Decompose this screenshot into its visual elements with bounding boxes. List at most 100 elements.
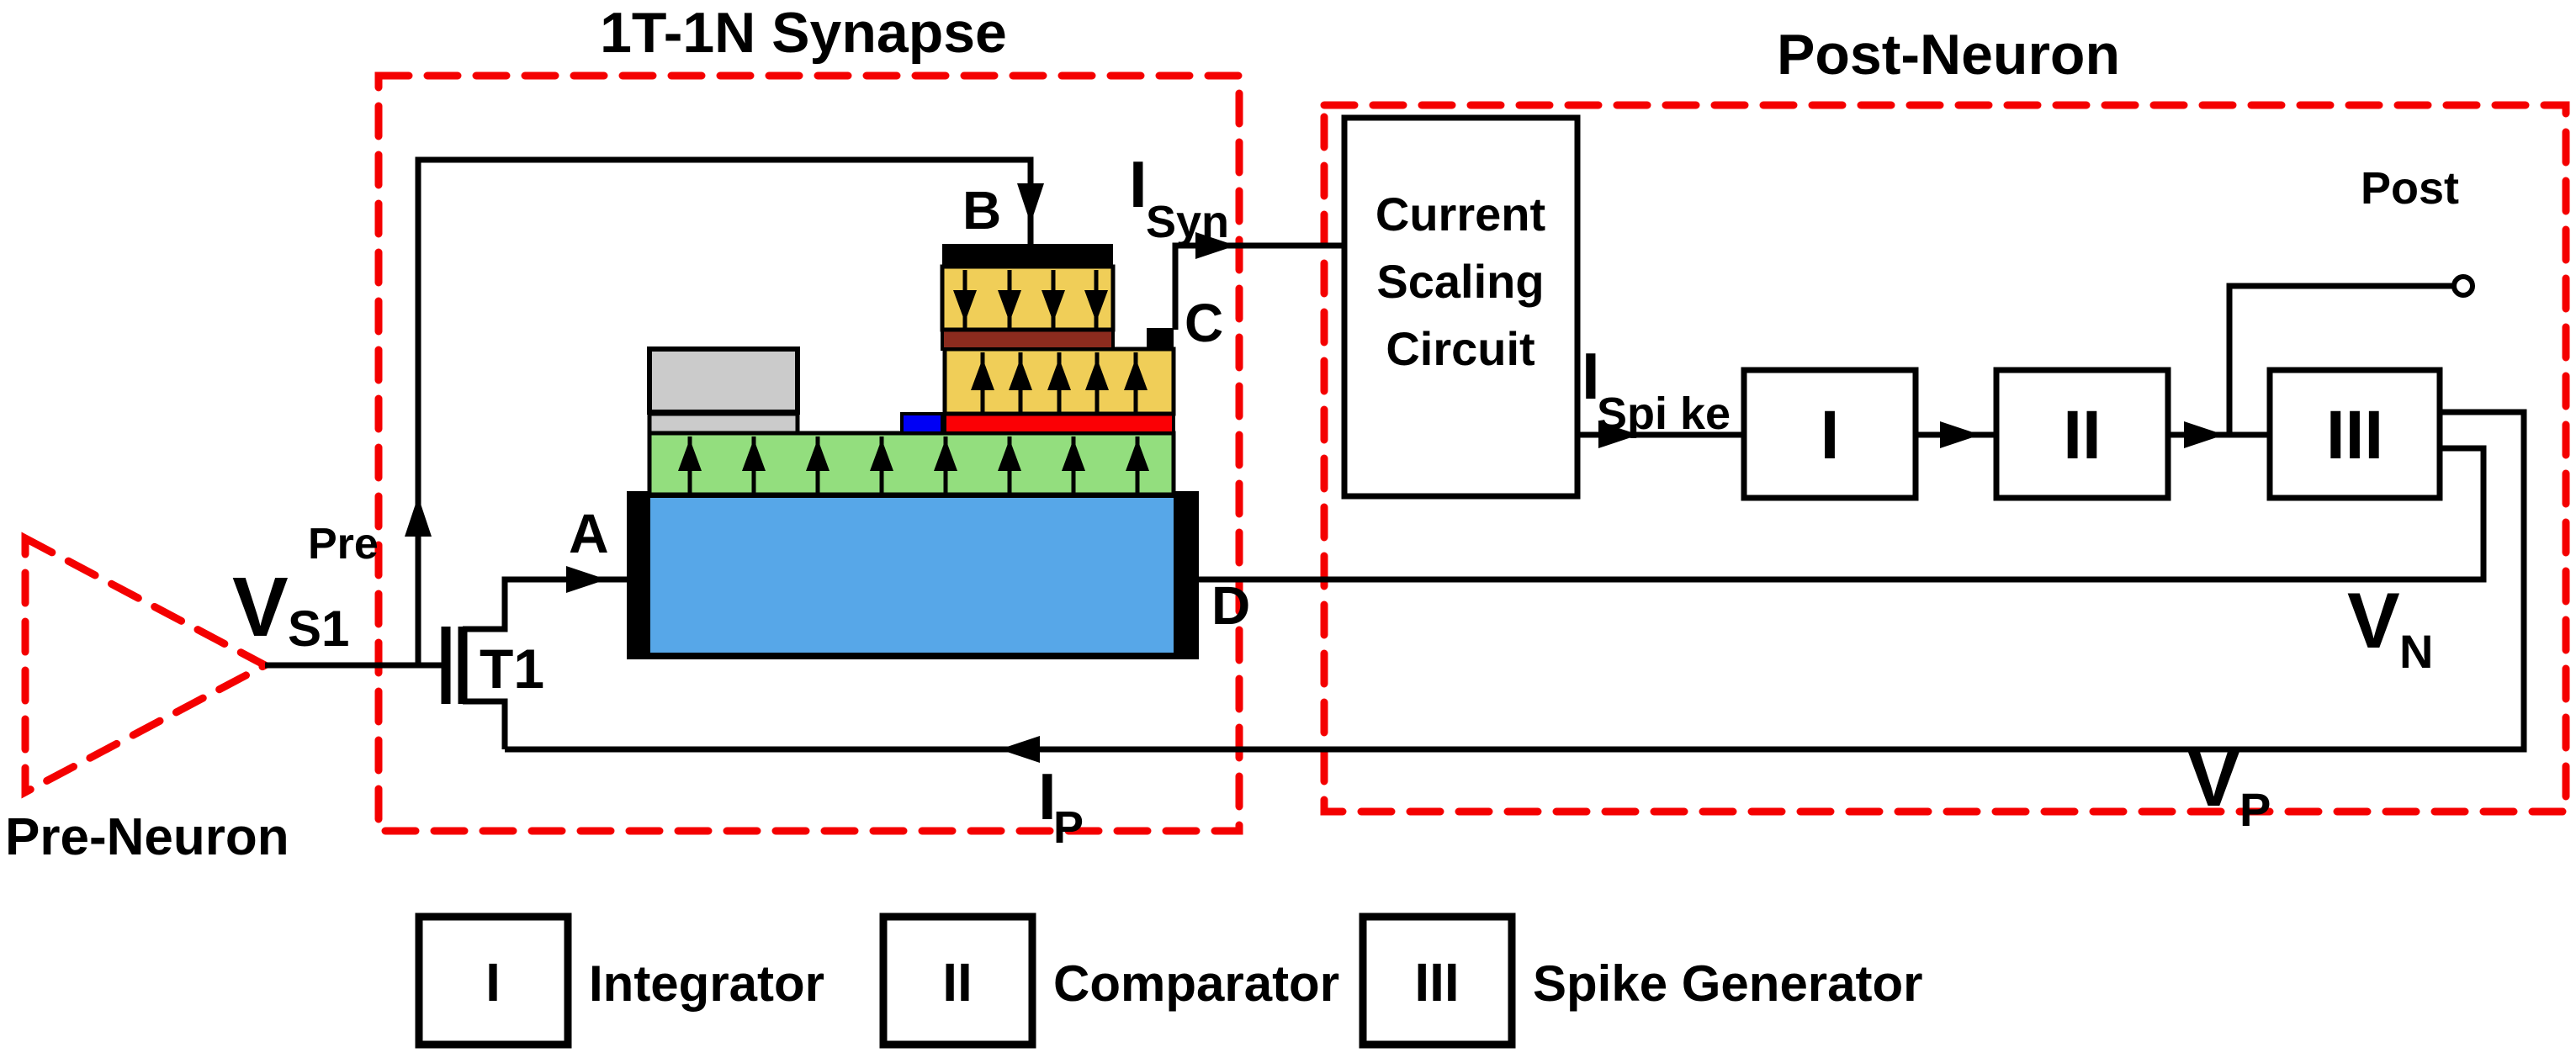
terminal-a-label: A [569, 502, 609, 564]
field-arrow-up-icon [870, 439, 893, 471]
vs1-label: V S1 Pre [232, 520, 379, 657]
down-arrow-into-b-icon [1017, 183, 1044, 224]
gate-wiring [265, 156, 1044, 669]
post-terminal-node-icon [2451, 274, 2475, 298]
terminal-b-label: B [962, 180, 1001, 241]
vs1-subscript: S1 [288, 600, 349, 657]
ispike-subscript: Spi ke [1597, 389, 1731, 439]
isyn-base: I [1129, 147, 1148, 221]
buffer-layer [647, 431, 1176, 497]
terminal-c-label: C [1185, 293, 1223, 353]
transistor-t1: T1 [441, 566, 627, 749]
field-arrow-up-icon [1047, 358, 1071, 390]
post-neuron-title: Post-Neuron [1777, 23, 2120, 87]
field-arrow-up-icon [1009, 358, 1032, 390]
ispike-arrow-icon [1598, 421, 1639, 448]
vn-base: V [2347, 576, 2400, 664]
field-arrow-down-icon [953, 290, 977, 322]
isyn-subscript: Syn [1146, 197, 1229, 247]
upper-piezo-field-arrows [953, 270, 1108, 328]
vn-wire [1199, 445, 2487, 583]
ip-subscript: P [1053, 802, 1084, 853]
spike-chain: I Spi ke I II III [1577, 339, 2443, 501]
current-scaling-circuit: Current Scaling Circuit [1341, 114, 1581, 500]
post-terminal-label: Post [2361, 163, 2459, 214]
ip-base: I [1038, 759, 1057, 833]
bottom-electrode-red [943, 412, 1175, 435]
legend-numeral-spike-generator: III [1414, 952, 1459, 1013]
legend: I Integrator II Comparator III Spike Gen… [415, 913, 1923, 1049]
field-arrow-down-icon [1084, 290, 1108, 322]
integrator-box [1741, 367, 1919, 501]
t1-drain-wire [463, 576, 627, 632]
field-arrow-up-icon [971, 358, 994, 390]
post-terminal-wire [2226, 283, 2453, 435]
field-arrow-up-icon [806, 439, 830, 471]
vn-subscript: N [2399, 625, 2433, 678]
vp-feedback: I P V P [505, 409, 2527, 853]
ispike-base: I [1582, 339, 1600, 413]
t1-label: T1 [480, 637, 544, 700]
field-arrow-down-icon [1042, 290, 1065, 322]
spike-generator-numeral: III [2326, 397, 2383, 473]
vp-subscript: P [2239, 783, 2271, 836]
device-stack [627, 244, 1199, 659]
vp-base: V [2187, 734, 2240, 823]
ii-to-iii-arrow-icon [2184, 421, 2224, 448]
field-arrow-up-icon [1085, 358, 1109, 390]
csc-line-1: Current [1375, 188, 1545, 241]
ip-arrow-left-icon [999, 736, 1040, 763]
legend-label-integrator: Integrator [589, 955, 824, 1012]
proof-mass-base-strip [647, 411, 800, 436]
post-output: Post [2226, 163, 2475, 435]
field-arrow-down-icon [998, 290, 1021, 322]
csc-line-2: Scaling [1376, 255, 1544, 308]
field-arrow-up-icon [742, 439, 766, 471]
field-arrow-up-icon [678, 439, 702, 471]
mid-electrode-brown [941, 328, 1115, 351]
pre-neuron-label: Pre-Neuron [5, 808, 289, 866]
substrate-layer [650, 498, 1174, 653]
legend-box-spike-generator [1359, 913, 1516, 1049]
field-arrow-up-icon [934, 439, 957, 471]
integrator-numeral: I [1821, 397, 1840, 473]
current-scaling-box [1341, 114, 1581, 500]
isyn-wire [1172, 242, 1344, 330]
i-to-ii-arrow-icon [1940, 421, 1980, 448]
field-arrow-up-icon [1062, 439, 1085, 471]
proof-mass-block [647, 346, 800, 415]
comparator-numeral: II [2063, 397, 2102, 473]
terminal-d-label: D [1211, 575, 1250, 636]
synapse-dashed-box [374, 71, 1243, 835]
c-contact-pad [1147, 328, 1174, 349]
region-outlines [21, 71, 2570, 835]
legend-box-comparator [879, 913, 1036, 1049]
post-neuron-dashed-box [1320, 101, 2570, 816]
field-arrow-up-icon [1126, 439, 1149, 471]
contact-pad-blue [900, 412, 944, 435]
isyn-wiring: I Syn [1129, 147, 1344, 330]
csc-line-3: Circuit [1386, 322, 1534, 375]
pre-neuron-triangle [21, 532, 273, 799]
vp-wire [505, 409, 2527, 753]
up-arrow-icon [405, 496, 432, 537]
vs1-base: V [232, 560, 289, 654]
legend-numeral-comparator: II [942, 952, 973, 1013]
vs1-superscript: Pre [308, 520, 379, 569]
legend-box-integrator [415, 913, 572, 1049]
legend-numeral-integrator: I [485, 952, 501, 1013]
isyn-arrow-right-icon [1195, 232, 1236, 259]
lower-piezo-field-arrows [971, 352, 1148, 412]
arrow-into-a-icon [566, 566, 607, 593]
t1-source-wire [463, 698, 508, 749]
field-arrow-up-icon [998, 439, 1021, 471]
field-arrow-up-icon [1124, 358, 1148, 390]
legend-label-comparator: Comparator [1053, 955, 1339, 1012]
spike-generator-box [2266, 367, 2443, 501]
vn-feedback: V N [1199, 445, 2487, 678]
buffer-field-arrows [678, 436, 1149, 493]
legend-label-spike-generator: Spike Generator [1533, 955, 1923, 1012]
synapse-title: 1T-1N Synapse [600, 1, 1007, 65]
